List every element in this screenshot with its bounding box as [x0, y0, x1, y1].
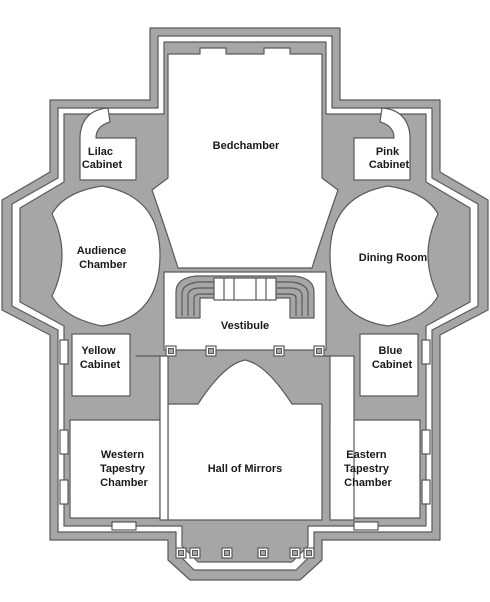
- label-bedchamber: Bedchamber: [213, 140, 280, 152]
- label-audience-chamber: Audience Chamber: [77, 245, 130, 271]
- label-blue-cabinet: Blue Cabinet: [372, 345, 413, 371]
- corridor-west: [135, 355, 169, 521]
- windows: [59, 339, 431, 531]
- room-yellow-cabinet: [71, 333, 131, 397]
- label-hall-of-mirrors: Hall of Mirrors: [208, 463, 283, 475]
- label-eastern-tapestry-chamber: Eastern Tapestry Chamber: [344, 449, 393, 489]
- corridor-east: [321, 355, 355, 521]
- label-dining-room: Dining Room: [359, 252, 428, 264]
- pillars: [165, 345, 325, 559]
- room-dining-room: [329, 185, 439, 327]
- room-hall-of-mirrors: [167, 359, 323, 521]
- label-yellow-cabinet: Yellow Cabinet: [80, 345, 121, 371]
- room-audience-chamber: [51, 185, 161, 327]
- label-vestibule: Vestibule: [221, 320, 269, 332]
- label-pink-cabinet: Pink Cabinet: [369, 146, 410, 171]
- room-blue-cabinet: [359, 333, 419, 397]
- label-lilac-cabinet: Lilac Cabinet: [82, 146, 123, 171]
- room-bedchamber: [151, 47, 339, 269]
- label-western-tapestry-chamber: Western Tapestry Chamber: [100, 449, 149, 489]
- room-pink-cabinet: [353, 107, 411, 181]
- staircase: [175, 275, 315, 319]
- room-lilac-cabinet: [79, 107, 137, 181]
